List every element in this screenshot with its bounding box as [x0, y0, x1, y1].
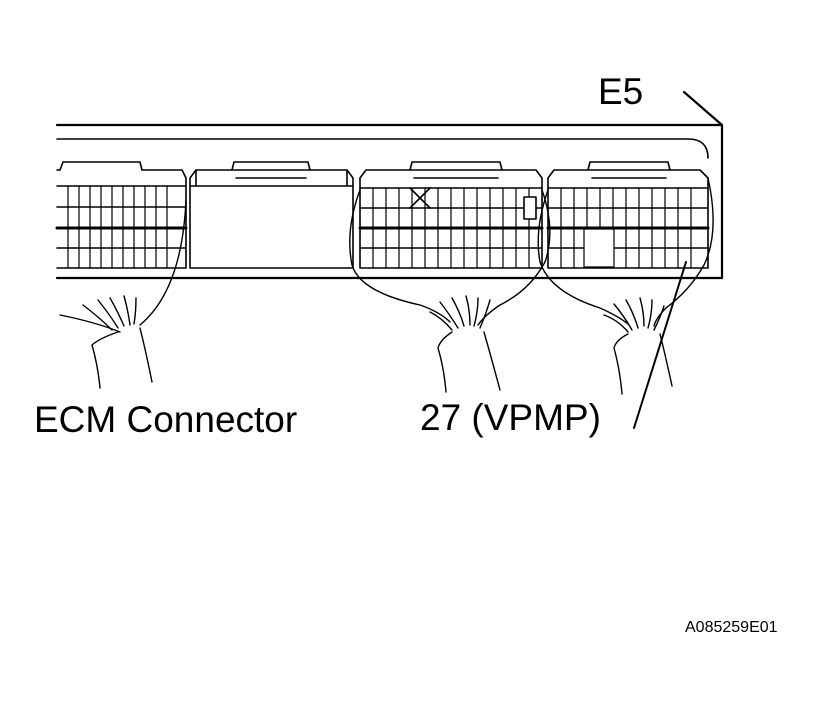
terminal-label: 27 (VPMP) — [420, 397, 601, 438]
connector-block-3 — [358, 161, 544, 269]
wire-harness-right — [537, 177, 714, 395]
connector-block-1 — [55, 161, 188, 269]
terminal-27-leader-line — [633, 261, 687, 429]
ecm-housing — [55, 90, 724, 280]
connector-name-label: ECM Connector — [34, 399, 298, 440]
connector-block-4 — [546, 161, 710, 269]
connector-block-2 — [189, 161, 354, 269]
figure-code: A085259E01 — [685, 619, 778, 636]
connector-id-label: E5 — [598, 71, 644, 112]
wire-harness-left — [59, 199, 187, 389]
wire-harness-middle — [349, 189, 551, 393]
